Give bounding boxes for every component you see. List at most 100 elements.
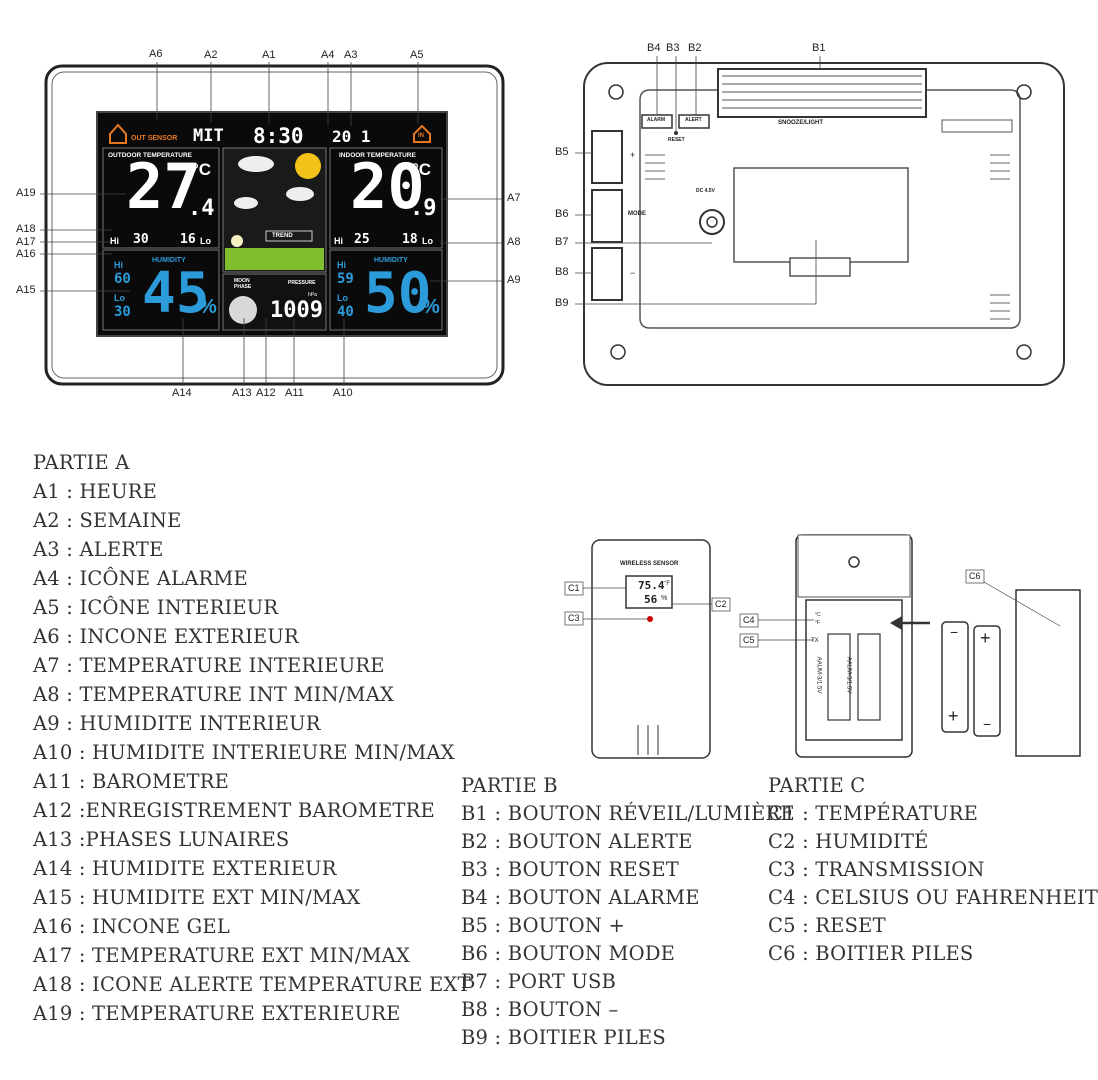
callout-a5: A5 (410, 49, 424, 61)
legend-a-item: A18 : ICONE ALERTE TEMPERATURE EXT (33, 973, 471, 996)
battery-minus-sign: − (950, 624, 959, 640)
legend-b-item: B8 : BOUTON – (461, 998, 619, 1021)
indoor-humidity-min: 40 (337, 304, 354, 320)
sensor-humidity: 56 (644, 593, 658, 606)
callout-c2: C2 (715, 599, 727, 609)
legend-a-item: A5 : ICÔNE INTERIEUR (33, 596, 279, 619)
back-view-diagram: B4 B3 B2 B1 B5 B6 B7 B8 B9 ALARM ALERT R… (550, 0, 1080, 420)
legend-c-item: C1 : TEMPÉRATURE (768, 802, 979, 825)
fahrenheit-switch-label[interactable]: °F (815, 620, 821, 626)
outdoor-humidity-title: HUMIDITY (152, 257, 186, 264)
pressure-label: PRESSURE (288, 280, 316, 286)
callout-a14: A14 (172, 387, 192, 399)
outdoor-humidity: 45 (142, 261, 210, 326)
alarm-button-label[interactable]: ALARM (647, 117, 666, 123)
alert-button-label[interactable]: ALERT (685, 117, 702, 123)
weekday-display: MIT (193, 126, 224, 146)
indoor-house-icon: IN (418, 133, 424, 139)
callout-b2: B2 (688, 42, 702, 54)
legend-a-item: A6 : INCONE EXTERIEUR (33, 625, 299, 648)
callout-b3: B3 (666, 42, 680, 54)
outdoor-humidity-max: 60 (114, 271, 131, 287)
wireless-sensor-diagram: C1 C2 C3 C4 C5 C6 WIRELESS SENSOR 75.4 °… (560, 530, 1081, 770)
callout-c4: C4 (743, 615, 755, 625)
callout-b5: B5 (555, 146, 569, 158)
indoor-temperature: 20 (350, 150, 425, 223)
callout-a3: A3 (344, 49, 358, 61)
mode-button-label[interactable]: MODE (628, 211, 646, 217)
indoor-humidity-max: 59 (337, 271, 354, 287)
callout-a9: A9 (507, 274, 521, 286)
out-sensor-label: OUT SENSOR (131, 135, 178, 142)
legend-b-item: B1 : BOUTON RÉVEIL/LUMIÈRE (461, 802, 795, 825)
legend-b-item: B3 : BOUTON RESET (461, 858, 679, 881)
indoor-hi-label: Hi (334, 236, 343, 246)
indoor-lo-label: Lo (422, 236, 433, 246)
callout-a7: A7 (507, 192, 521, 204)
battery-plus-sign: + (948, 706, 959, 726)
outdoor-temperature: 27 (126, 150, 201, 223)
callout-a10: A10 (333, 387, 353, 399)
legend-a-item: A10 : HUMIDITE INTERIEURE MIN/MAX (33, 741, 455, 764)
legend-c-item: C3 : TRANSMISSION (768, 858, 985, 881)
sensor-temperature-unit: °F (664, 581, 671, 587)
callout-b7: B7 (555, 236, 569, 248)
clock-display: 8:30 (253, 124, 304, 148)
outdoor-humidity-percent: % (199, 296, 217, 318)
callout-a6: A6 (149, 48, 163, 60)
callout-a12: A12 (256, 387, 276, 399)
legend-a-item: A17 : TEMPERATURE EXT MIN/MAX (33, 944, 411, 967)
trend-label: TREND (272, 233, 293, 239)
legend-a-item: A19 : TEMPERATURE EXTERIEURE (33, 1002, 401, 1025)
callout-c6: C6 (969, 571, 981, 581)
indoor-temperature-decimal: .9 (410, 196, 437, 221)
celsius-switch-label[interactable]: °C (815, 612, 821, 618)
reset-button-label[interactable]: RESET (668, 137, 685, 143)
legend-a-item: A13 :PHASES LUNAIRES (33, 828, 290, 851)
snooze-light-label[interactable]: SNOOZE/LIGHT (778, 120, 823, 126)
battery-label-2: AAUM-3/1.5V (845, 656, 852, 694)
outdoor-temp-min: 16 (180, 232, 196, 247)
indoor-hum-hi-label: Hi (337, 260, 346, 270)
dc-port-label: DC 4.5V (696, 188, 715, 194)
legend-b-item: B6 : BOUTON MODE (461, 942, 676, 965)
indoor-humidity-percent: % (422, 296, 440, 318)
wireless-sensor-drawing (564, 534, 1081, 759)
sensor-temperature: 75.4 (638, 579, 665, 592)
outdoor-temp-title: OUTDOOR TEMPERATURE (108, 152, 193, 159)
outdoor-hi-label: Hi (110, 236, 119, 246)
legend-a-item: A15 : HUMIDITE EXT MIN/MAX (33, 886, 361, 909)
legend-a-item: A14 : HUMIDITE EXTERIEUR (33, 857, 337, 880)
callout-b9: B9 (555, 297, 569, 309)
battery2-minus-sign: − (983, 716, 992, 732)
legend-a-item: A12 :ENREGISTREMENT BAROMETRE (33, 799, 435, 822)
legend-a-item: A11 : BAROMETRE (33, 770, 230, 793)
legend-a-item: A16 : INCONE GEL (33, 915, 230, 938)
legend-c-heading: PARTIE C (768, 774, 866, 797)
sensor-humidity-unit: % (661, 595, 668, 602)
callout-a11: A11 (285, 387, 304, 399)
callout-a16: A16 (16, 248, 36, 260)
plus-button-label[interactable]: + (630, 150, 636, 160)
indoor-hum-lo-label: Lo (337, 293, 348, 303)
indoor-temp-max: 25 (354, 232, 370, 247)
indoor-celsius-unit: °C (412, 160, 432, 179)
legend-c-item: C5 : RESET (768, 914, 886, 937)
legend-b-item: B7 : PORT USB (461, 970, 617, 993)
callout-a8: A8 (507, 236, 521, 248)
pressure-unit: hPa (308, 292, 317, 298)
callout-a17: A17 (16, 236, 36, 248)
callout-b8: B8 (555, 266, 569, 278)
outdoor-humidity-min: 30 (114, 304, 131, 320)
indoor-humidity: 50 (364, 261, 432, 326)
outdoor-hum-hi-label: Hi (114, 260, 123, 270)
outdoor-temp-max: 30 (133, 232, 149, 247)
legend-b-item: B5 : BOUTON + (461, 914, 626, 937)
callout-a13: A13 (232, 387, 252, 399)
minus-button-label[interactable]: − (630, 268, 636, 278)
battery2-plus-sign: + (980, 628, 991, 648)
tx-reset-label[interactable]: TX (811, 638, 819, 644)
callout-c1: C1 (568, 583, 580, 593)
callout-a1: A1 (262, 49, 276, 61)
back-view-drawing (575, 56, 1065, 386)
